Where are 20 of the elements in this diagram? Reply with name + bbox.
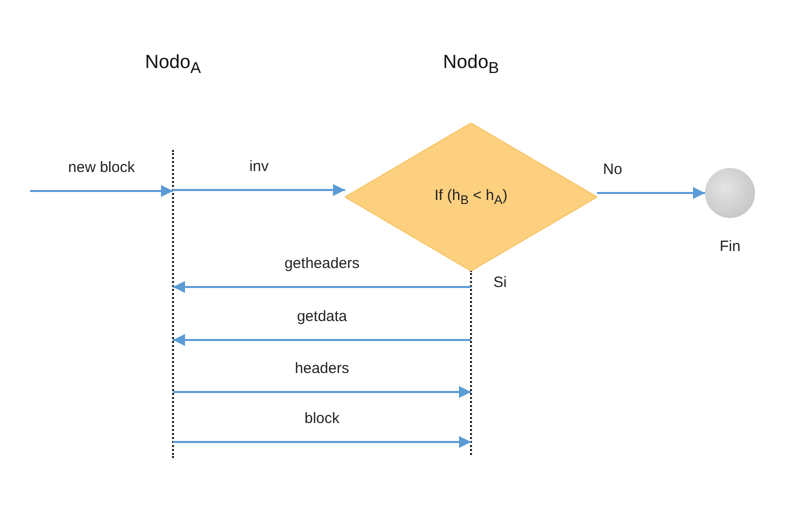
lifeline-heading: Nodo$_{B}$ bbox=[443, 52, 499, 79]
edge-label: inv bbox=[249, 158, 269, 175]
edge-label: getheaders bbox=[284, 255, 360, 272]
arrow bbox=[173, 386, 471, 398]
edge-label: getdata bbox=[296, 308, 348, 325]
arrow bbox=[597, 187, 705, 199]
lifeline-heading: Nodo$_{A}$ bbox=[145, 52, 201, 79]
arrow bbox=[30, 185, 173, 197]
edge-label: new block bbox=[68, 159, 135, 176]
arrow bbox=[173, 334, 471, 346]
arrow bbox=[173, 184, 345, 196]
edge-label: headers bbox=[294, 360, 350, 377]
end-label: Fin bbox=[720, 238, 740, 255]
condition-text: If (h$_{B}$ < h$_{A}$) bbox=[434, 187, 508, 207]
edge-label: No bbox=[603, 161, 622, 178]
end-circle bbox=[705, 168, 755, 218]
arrow bbox=[173, 281, 471, 293]
arrow bbox=[173, 436, 471, 448]
branch-label: Si bbox=[493, 274, 507, 291]
edge-label: block bbox=[304, 410, 340, 427]
